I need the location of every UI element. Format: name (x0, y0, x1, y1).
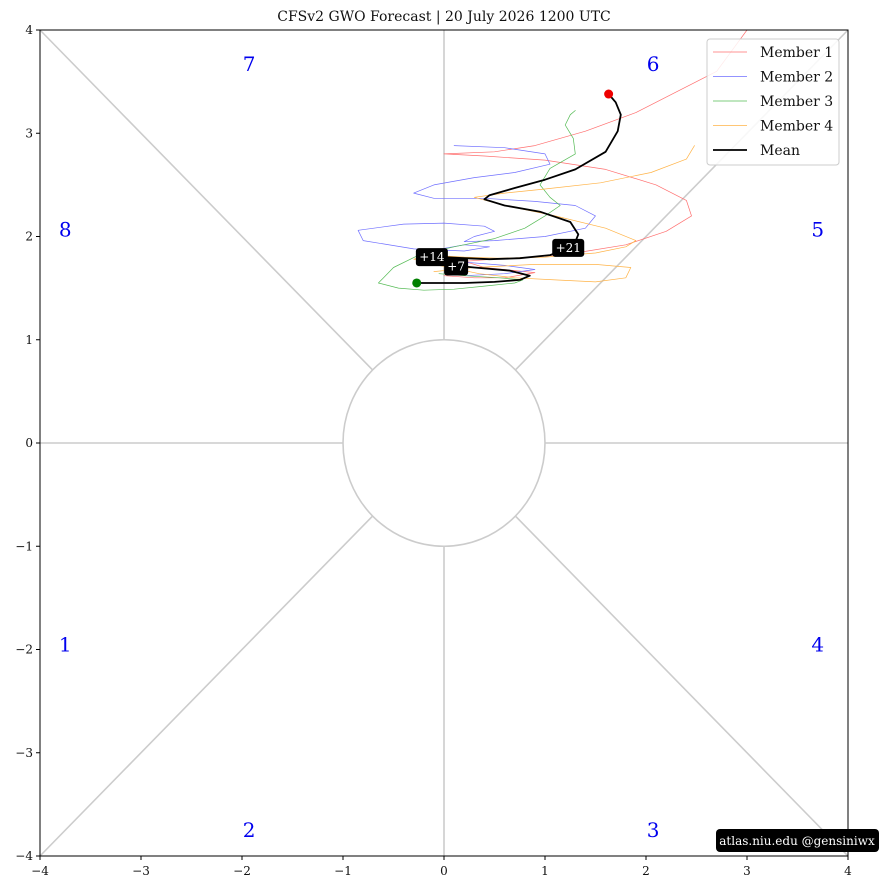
y-tick-label: 0 (25, 436, 33, 450)
unit-circle (342, 338, 546, 548)
phase-label-3: 3 (647, 818, 660, 842)
y-tick-label: −4 (15, 849, 33, 863)
lead-label: +21 (556, 241, 581, 255)
x-tick-label: 3 (743, 864, 751, 878)
legend-label-member-2: Member 2 (760, 70, 833, 86)
y-tick-label: 1 (25, 333, 33, 347)
y-tick-label: −3 (15, 746, 33, 760)
end-marker (604, 89, 614, 99)
legend-label-mean: Mean (760, 143, 800, 159)
lead-label-group: +14 (415, 248, 448, 267)
phase-label-6: 6 (647, 52, 660, 76)
y-tick-label: −2 (15, 643, 33, 657)
phase-label-1: 1 (59, 632, 72, 656)
lead-label-box (415, 248, 448, 267)
legend-label-member-3: Member 3 (760, 94, 833, 110)
lead-label-group: +21 (552, 238, 585, 257)
guide-diagonal-nw (39, 29, 374, 371)
phase-labels: 1 2 3 4 5 6 7 8 (59, 52, 824, 842)
axis-ticks: −4 −3 −2 −1 0 1 2 3 4 −4 −3 −2 −1 0 1 2 3 4 (15, 23, 852, 878)
x-tick-label: 1 (541, 864, 549, 878)
phase-label-2: 2 (243, 818, 256, 842)
y-tick-label: 4 (25, 23, 33, 37)
lead-time-labels: +7+14 +21 (415, 238, 585, 276)
phase-guides (39, 29, 849, 857)
series-line-member-3 (378, 110, 576, 291)
x-tick-label: −1 (334, 864, 352, 878)
y-tick-label: 2 (25, 230, 33, 244)
guide-diagonal-se (514, 515, 849, 857)
y-tick-label: 3 (25, 126, 33, 140)
guide-diagonal-sw (39, 515, 374, 857)
credit-badge: atlas.niu.edu @gensiniwx (716, 829, 879, 852)
legend-label-member-1: Member 1 (760, 45, 833, 61)
lead-label: +14 (419, 250, 445, 264)
legend-label-member-4: Member 4 (760, 119, 833, 135)
phase-label-8: 8 (59, 217, 72, 241)
x-tick-label: 2 (642, 864, 650, 878)
start-marker (412, 278, 422, 288)
x-tick-label: −3 (132, 864, 150, 878)
lead-label: +7 (447, 259, 465, 273)
y-tick-label: −1 (15, 539, 33, 553)
credit-text: atlas.niu.edu @gensiniwx (719, 834, 875, 848)
legend: Member 1 Member 2 Member 3 Member 4 Mean (706, 38, 840, 166)
lead-label-box (552, 238, 585, 257)
x-tick-label: 0 (440, 864, 448, 878)
legend-box (706, 38, 840, 166)
phase-label-4: 4 (811, 632, 824, 656)
lead-label-box (444, 257, 469, 276)
x-tick-label: −4 (31, 864, 49, 878)
x-tick-label: 4 (844, 864, 852, 878)
chart-title: CFSv2 GWO Forecast | 20 July 2026 1200 U… (277, 9, 611, 25)
x-tick-label: −2 (233, 864, 251, 878)
phase-label-7: 7 (243, 52, 256, 76)
lead-label-group: +7 (444, 257, 469, 276)
phase-label-5: 5 (811, 217, 824, 241)
